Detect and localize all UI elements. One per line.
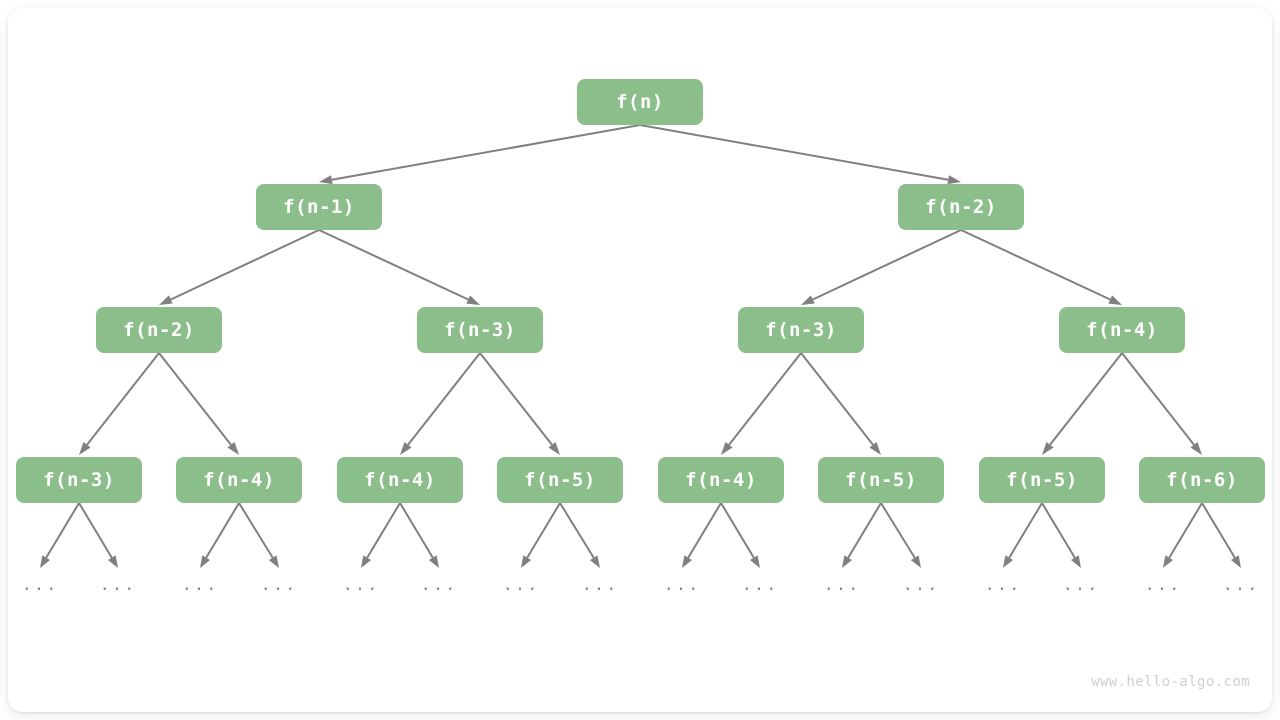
tree-edge xyxy=(1042,352,1123,455)
tree-node-label: f(n-3) xyxy=(444,319,516,341)
tree-node-label: f(n-5) xyxy=(1006,469,1078,491)
tree-node: f(n-5) xyxy=(497,457,623,503)
tree-edge xyxy=(639,124,961,185)
tree-node-label: f(n-6) xyxy=(1166,469,1238,491)
leaf-edge xyxy=(1003,502,1043,568)
tree-node-label: f(n-3) xyxy=(43,469,115,491)
tree-node-label: f(n) xyxy=(616,91,664,113)
tree-node-label: f(n-4) xyxy=(1086,319,1158,341)
diagram-card: f(n) f(n-1) f(n-2) f(n-2) f(n-3) f(n-3) f(n-4)… xyxy=(8,8,1272,712)
ellipsis-marker: ... xyxy=(99,575,137,595)
leaf-edge xyxy=(78,502,118,568)
tree-node: f(n-4) xyxy=(337,457,463,503)
tree-node-label: f(n-5) xyxy=(845,469,917,491)
ellipsis-marker: ... xyxy=(1062,575,1100,595)
tree-edge xyxy=(721,352,802,455)
tree-node-label: f(n-4) xyxy=(203,469,275,491)
tree-node: f(n-5) xyxy=(979,457,1105,503)
tree-edge xyxy=(479,352,560,455)
tree-node-label: f(n-3) xyxy=(765,319,837,341)
tree-edge xyxy=(1121,352,1202,455)
tree-node: f(n) xyxy=(577,79,703,125)
tree-node-label: f(n-2) xyxy=(123,319,195,341)
tree-node: f(n-2) xyxy=(96,307,222,353)
tree-node-label: f(n-5) xyxy=(524,469,596,491)
tree-node: f(n-5) xyxy=(818,457,944,503)
leaf-edge xyxy=(1041,502,1081,568)
recursion-tree-stage: f(n) f(n-1) f(n-2) f(n-2) f(n-3) f(n-3) f(n-4)… xyxy=(8,8,1272,712)
ellipsis-marker: ... xyxy=(663,575,701,595)
tree-edge xyxy=(960,229,1122,305)
tree-node-label: f(n-1) xyxy=(283,196,355,218)
leaf-edge xyxy=(880,502,921,568)
tree-node-label: f(n-4) xyxy=(364,469,436,491)
tree-edge xyxy=(800,352,881,455)
tree-node: f(n-3) xyxy=(417,307,543,353)
leaf-edge xyxy=(842,502,882,568)
leaf-edge xyxy=(521,502,561,568)
leaf-edge xyxy=(238,502,279,568)
tree-edge xyxy=(319,124,641,185)
leaf-edge xyxy=(1201,502,1241,568)
tree-node-label: f(n-2) xyxy=(925,196,997,218)
tree-node: f(n-3) xyxy=(738,307,864,353)
tree-edge xyxy=(158,352,239,455)
leaf-edge xyxy=(361,502,401,568)
ellipsis-marker: ... xyxy=(21,575,59,595)
ellipsis-marker: ... xyxy=(1222,575,1260,595)
tree-edge xyxy=(801,229,962,305)
leaf-edge xyxy=(200,502,240,568)
tree-edge xyxy=(79,352,160,455)
tree-node: f(n-4) xyxy=(1059,307,1185,353)
tree-edge xyxy=(400,352,481,455)
leaf-edge xyxy=(559,502,600,568)
leaf-edge xyxy=(1163,502,1203,568)
tree-node: f(n-6) xyxy=(1139,457,1265,503)
ellipsis-marker: ... xyxy=(502,575,540,595)
tree-node: f(n-4) xyxy=(658,457,784,503)
ellipsis-marker: ... xyxy=(984,575,1022,595)
tree-node: f(n-2) xyxy=(898,184,1024,230)
ellipsis-marker: ... xyxy=(420,575,458,595)
ellipsis-marker: ... xyxy=(823,575,861,595)
leaf-edge xyxy=(399,502,439,568)
ellipsis-marker: ... xyxy=(181,575,219,595)
watermark: www.hello-algo.com xyxy=(1091,674,1250,690)
leaf-edge xyxy=(40,502,80,568)
ellipsis-marker: ... xyxy=(581,575,619,595)
ellipsis-marker: ... xyxy=(342,575,380,595)
tree-edge xyxy=(159,229,320,305)
tree-node: f(n-1) xyxy=(256,184,382,230)
tree-edge xyxy=(318,229,480,305)
ellipsis-marker: ... xyxy=(260,575,298,595)
tree-node: f(n-3) xyxy=(16,457,142,503)
leaf-edge xyxy=(720,502,760,568)
ellipsis-marker: ... xyxy=(902,575,940,595)
tree-node-label: f(n-4) xyxy=(685,469,757,491)
tree-node: f(n-4) xyxy=(176,457,302,503)
leaf-edge xyxy=(682,502,722,568)
ellipsis-marker: ... xyxy=(741,575,779,595)
ellipsis-marker: ... xyxy=(1144,575,1182,595)
